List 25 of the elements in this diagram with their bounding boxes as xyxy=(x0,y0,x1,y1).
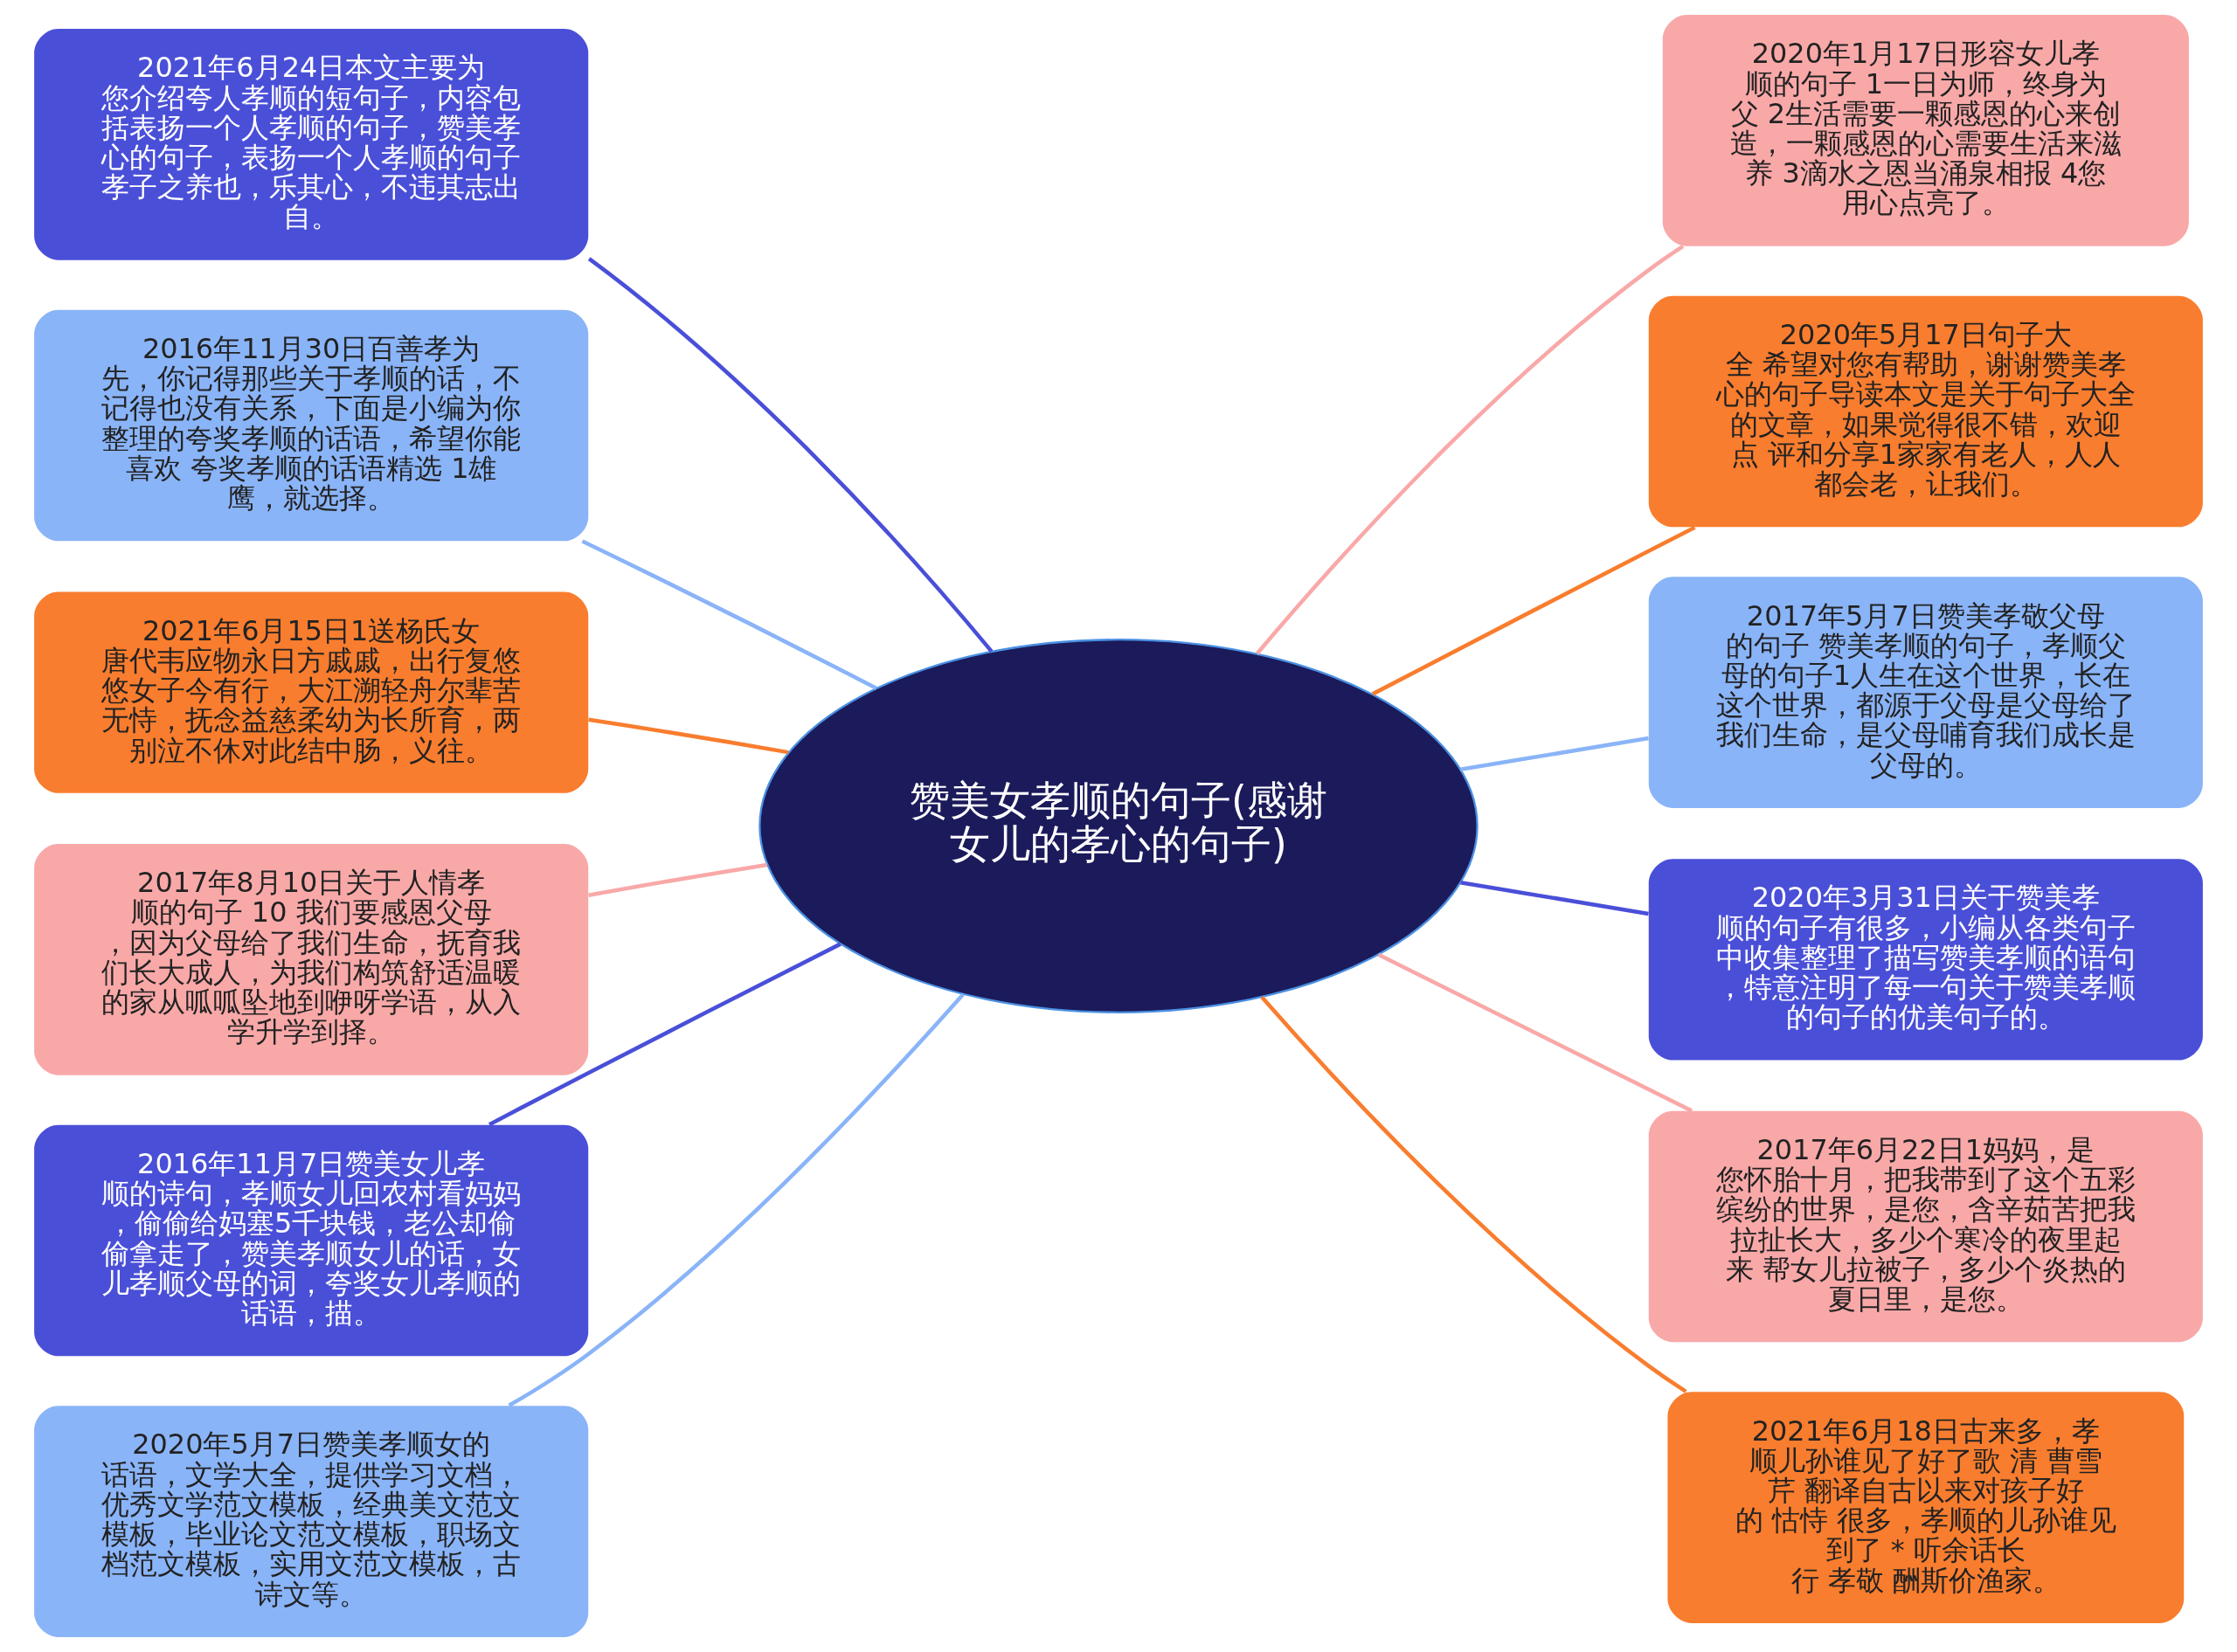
node-box: 2021年6月18日古来多，孝顺儿孙谁见了好了歌 清 曹雪芹 翻译自古以来对孩子好的 怙恃 很多，孝顺的儿孙谁见到了 * 听余话长行 孝敬 酬斯价渔家。 xyxy=(1667,1392,2185,1623)
node-box: 2020年5月17日句子大全 希望对您有帮助，谢谢赞美孝心的句子导读本文是关于句子大全的文章，如果觉得很不错，欢迎点 评和分享1家家有老人，人人都会老，让我们。 xyxy=(1648,295,2203,528)
connector xyxy=(1255,245,1685,655)
connector xyxy=(508,992,965,1407)
node-box: 2017年8月10日关于人情孝顺的句子 10 我们要感恩父母，因为父母给了我们生命，抚育我们长大成人，为我们构筑舒适温暖的家从呱呱坠地到咿呀学语，从入学升学到择。 xyxy=(34,844,589,1075)
node-box: 2020年1月17日形容女儿孝顺的句子 1一日为师，终身为父 2生活需要一颗感恩的心来创造，一颗感恩的心需要生活来滋养 3滴水之恩当涌泉相报 4您用心点亮了。 xyxy=(1662,15,2189,246)
node-ellipse: 赞美女孝顺的句子(感谢女儿的孝心的句子) xyxy=(758,639,1479,1013)
connector xyxy=(1377,952,1693,1113)
node-box: 2016年11月7日赞美女儿孝顺的诗句，孝顺女儿回农村看妈妈，偷偷给妈塞5千块钱，老公却偷偷拿走了，赞美孝顺女儿的话，女儿孝顺父母的词，夸奖女儿孝顺的话语，描。 xyxy=(34,1124,589,1357)
connector xyxy=(587,257,994,653)
connector xyxy=(1460,736,1649,772)
node-box: 2017年5月7日赞美孝敬父母的句子 赞美孝顺的句子，孝顺父母的句子1人生在这个世界，长在这个世界，都源于父母是父母给了我们生命，是父母哺育我们成长是父母的。 xyxy=(1648,577,2203,808)
node-box: 2020年3月31日关于赞美孝顺的句子有很多，小编从各类句子中收集整理了描写赞美孝顺的语句，特意注明了每一句关于赞美孝顺的句子的优美句子的。 xyxy=(1648,859,2203,1061)
node-box: 2016年11月30日百善孝为先，你记得那些关于孝顺的话，不记得也没有关系，下面是小编为你整理的夸奖孝顺的话语，希望你能喜欢 夸奖孝顺的话语精选 1雄鹰，就选择。 xyxy=(34,309,589,542)
node-box: 2021年6月15日1送杨氏女唐代韦应物永日方戚戚，出行复悠悠女子今有行，大江溯轻舟尔辈苦无恃，抚念益慈柔幼为长所育，两别泣不休对此结中肠，义往。 xyxy=(34,591,589,793)
connector xyxy=(581,539,877,690)
node-box: 2017年6月22日1妈妈，是您怀胎十月，把我带到了这个五彩缤纷的世界，是您，含辛茹苦把我拉扯长大，多少个寒冷的夜里起来 帮女儿拉被子，多少个炎热的夏日里，是您。 xyxy=(1648,1110,2203,1343)
connector xyxy=(488,942,841,1127)
connector xyxy=(588,862,768,897)
connector xyxy=(1460,880,1649,916)
connector xyxy=(1371,525,1696,696)
node-box: 2020年5月7日赞美孝顺女的话语，文学大全，提供学习文档，优秀文学范文模板，经典美文范文模板，毕业论文范文模板，职场文档范文模板，实用文范文模板，古诗文等。 xyxy=(34,1406,589,1637)
node-box: 2021年6月24日本文主要为您介绍夸人孝顺的短句子，内容包括表扬一个人孝顺的句子，赞美孝心的句子，表扬一个人孝顺的句子孝子之养也，乐其心，不违其志出自。 xyxy=(34,29,589,260)
connector xyxy=(1260,995,1687,1393)
connector xyxy=(588,717,789,755)
